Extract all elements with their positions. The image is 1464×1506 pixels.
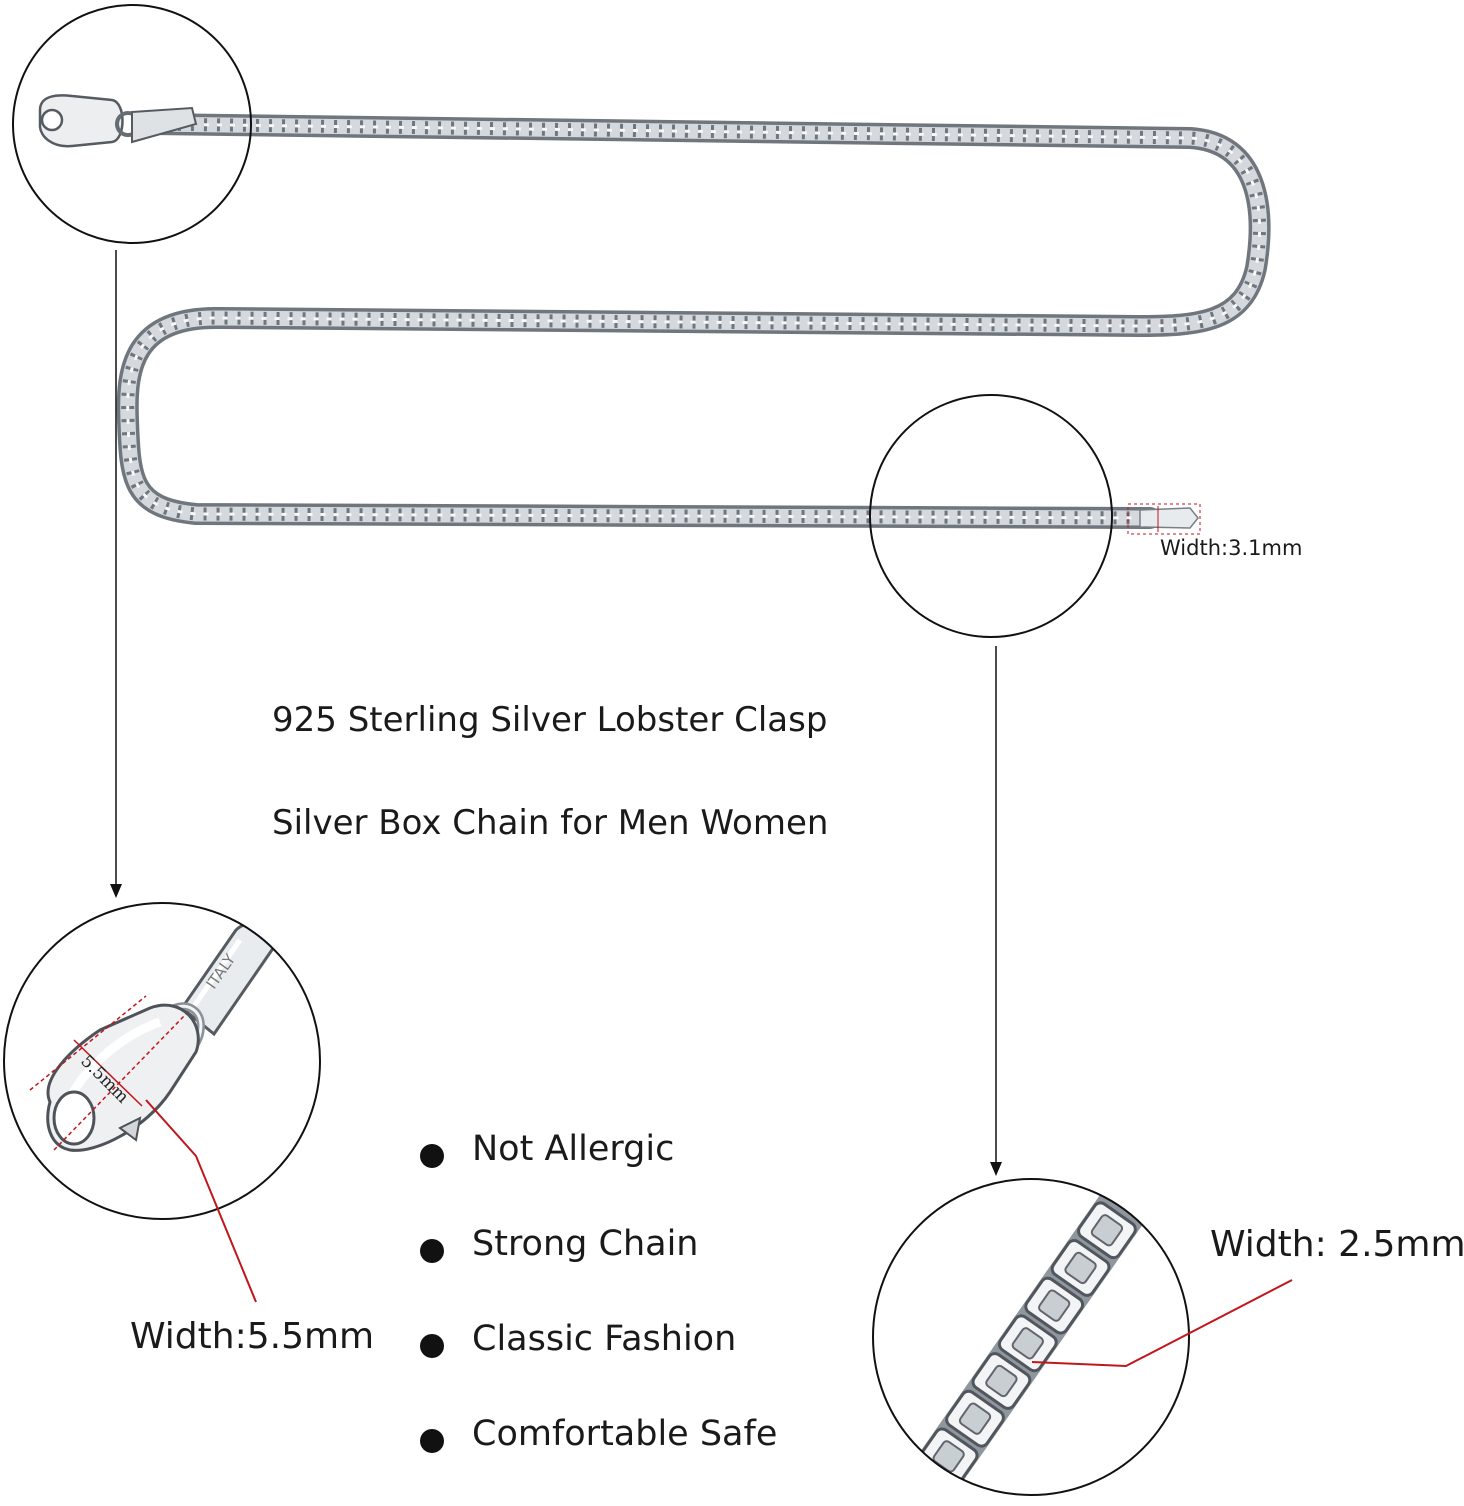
clasp-detail: [29, 921, 278, 1152]
zoom-circle-clasp-origin: [12, 4, 252, 244]
clasp-thumbnail: [38, 94, 198, 148]
feature-label: Strong Chain: [472, 1224, 699, 1264]
bullet-dot-icon: [420, 1334, 444, 1358]
link-width-label: Width: 2.5mm: [1210, 1224, 1464, 1265]
feature-item: Comfortable Safe: [420, 1411, 777, 1506]
product-title-line-2: Silver Box Chain for Men Women: [272, 803, 829, 843]
bullet-dot-icon: [420, 1144, 444, 1168]
feature-label: Classic Fashion: [472, 1319, 737, 1359]
feature-item: Classic Fashion: [420, 1316, 777, 1411]
feature-item: Not Allergic: [420, 1126, 777, 1221]
zoom-circle-link: [872, 1178, 1190, 1496]
callout-line-link: [1031, 1279, 1293, 1368]
pointer-arrow-link: [990, 646, 1002, 1176]
zoom-circle-clasp: [3, 902, 321, 1220]
bullet-dot-icon: [420, 1239, 444, 1263]
callout-line-clasp: [145, 1099, 257, 1303]
pointer-arrow-clasp: [110, 250, 122, 898]
feature-item: Strong Chain: [420, 1221, 777, 1316]
feature-list: Not Allergic Strong Chain Classic Fashio…: [420, 1126, 777, 1506]
clasp-width-label: Width:5.5mm: [130, 1316, 375, 1357]
chain-end-width-label: Width:3.1mm: [1160, 536, 1303, 560]
zoom-circle-link-origin: [869, 394, 1113, 638]
bullet-dot-icon: [420, 1429, 444, 1453]
link-detail: [912, 1184, 1151, 1493]
product-title-line-1: 925 Sterling Silver Lobster Clasp: [272, 700, 828, 740]
feature-label: Comfortable Safe: [472, 1414, 778, 1454]
necklace-chain: [116, 113, 1271, 529]
feature-label: Not Allergic: [472, 1129, 675, 1169]
chain-end-cap: [1127, 503, 1201, 535]
